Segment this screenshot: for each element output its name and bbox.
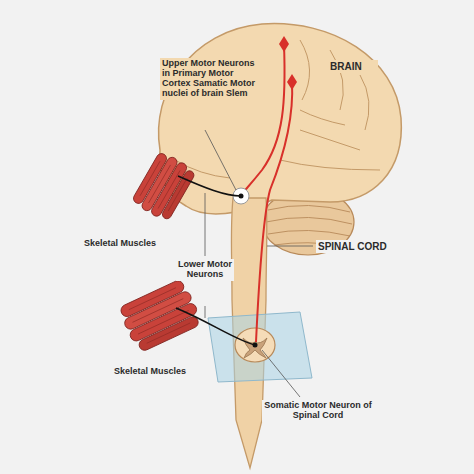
muscle-label: Skeletal Muscles xyxy=(70,238,170,250)
bracket-line xyxy=(205,193,206,318)
section-plane xyxy=(208,312,312,382)
leader-line xyxy=(267,246,313,247)
neuron-label: Upper Motor Neurons in Primary Motor Cor… xyxy=(160,58,264,100)
neuron-label: Lower Motor Neurons xyxy=(176,259,234,281)
neuron-soma xyxy=(279,36,289,52)
brain xyxy=(159,24,402,214)
leader-line xyxy=(262,350,300,397)
muscle-label: Skeletal Muscles xyxy=(100,366,200,378)
neuron-soma xyxy=(287,74,297,90)
lower-motor-neuron xyxy=(178,176,241,196)
neuron-label: Somatic Motor Neuron of Spinal Cord xyxy=(262,400,374,422)
skeletal-muscle xyxy=(117,278,203,354)
lower-motor-neuron xyxy=(176,308,255,345)
skeletal-muscle xyxy=(131,150,197,223)
region-label: BRAIN xyxy=(328,60,378,73)
leader-line xyxy=(205,130,236,190)
region-label: SPINAL CORD xyxy=(316,240,396,253)
